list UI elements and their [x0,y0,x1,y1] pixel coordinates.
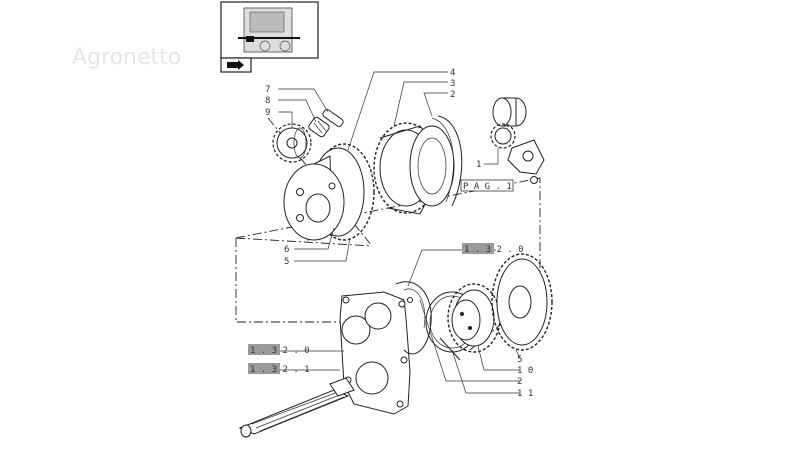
thumbnail-frame[interactable] [220,1,319,59]
driven-gear-part[interactable] [491,253,553,351]
ref-top-label: 1 . 3 2 . 0 [464,245,524,255]
needle-bearing-part[interactable] [308,116,331,138]
sliding-sleeve-gear[interactable] [490,97,527,149]
gear-carrier-part[interactable] [283,143,375,241]
callout-9: 9 [265,108,270,118]
next-page-arrow-icon[interactable] [220,57,252,73]
watermark-text: Agronetto [72,45,181,70]
splined-shaft-part[interactable] [238,377,355,438]
ref-top-link[interactable]: 1 . 3 2 . 0 [462,243,524,255]
snap-ring-part[interactable] [431,115,463,207]
ref-pag-label: P A G . 1 [463,182,512,192]
ref-mid-link[interactable]: 1 . 3 2 . 0 [248,344,310,356]
callout-5-right: 5 [517,355,522,365]
callout-3: 3 [450,79,455,89]
leader-lines [248,71,521,394]
ref-low-label: 1 . 3 2 . 1 [250,365,310,375]
callout-8: 8 [265,96,270,106]
cover-plate-part[interactable] [339,291,411,415]
callout-5-left: 5 [284,257,289,267]
gasket-part[interactable] [395,281,432,355]
callout-2-top: 2 [450,90,455,100]
hub-gear-part[interactable] [447,283,501,353]
ring-gear-part[interactable] [373,122,455,215]
callout-4: 4 [450,68,455,78]
shift-fork-part[interactable] [507,139,545,184]
callout-1: 1 [476,160,481,170]
ref-pag-link[interactable]: P A G . 1 [460,179,514,192]
callout-2-bottom: 2 [517,377,522,387]
callout-11: 1 1 [517,389,533,399]
ref-mid-label: 1 . 3 2 . 0 [250,346,310,356]
small-pinion-gear[interactable] [272,123,312,163]
callout-6: 6 [284,245,289,255]
callout-10: 1 0 [517,366,533,376]
callout-7: 7 [265,85,270,95]
ref-low-link[interactable]: 1 . 3 2 . 1 [248,363,310,375]
pin-part[interactable] [322,108,345,127]
